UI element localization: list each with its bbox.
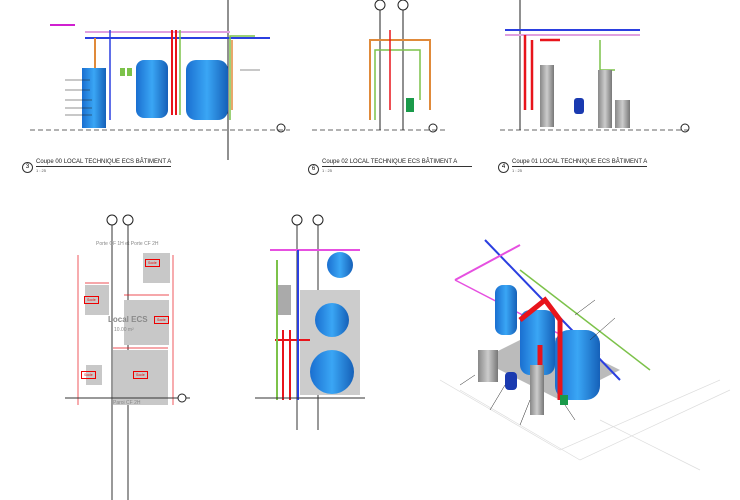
plan-view-equipment xyxy=(255,214,365,430)
socle-tag: Socle xyxy=(154,316,169,324)
door-label: Porte CF 1H et Porte CF 2H xyxy=(96,241,159,247)
view-title-text: Coupe 00 LOCAL TECHNIQUE ECS BÂTIMENT A xyxy=(36,159,172,167)
section-view-coupe-01 xyxy=(500,0,690,133)
view-title: Coupe 02 LOCAL TECHNIQUE ECS BÂTIMENT A … xyxy=(322,159,472,173)
section-view-coupe-02 xyxy=(312,0,445,133)
room-name: Local ECS xyxy=(108,315,148,324)
socle-tag: Socle xyxy=(133,371,148,379)
socle-tag: Socle xyxy=(145,259,160,267)
view-scale: 1 : 25 xyxy=(322,168,333,173)
view-number-badge: 4 xyxy=(498,162,509,173)
socle-tag: Socle xyxy=(84,296,99,304)
view-number-badge: 3 xyxy=(22,162,33,173)
view-title: Coupe 01 LOCAL TECHNIQUE ECS BÂTIMENT A … xyxy=(512,159,648,173)
isometric-3d-view xyxy=(439,239,731,471)
view-scale: 1 : 25 xyxy=(512,168,523,173)
view-number-badge: 6 xyxy=(308,164,319,175)
view-scale: 1 : 25 xyxy=(36,168,47,173)
plan-view xyxy=(65,214,190,500)
room-area: 10.00 m² xyxy=(114,327,134,333)
section-view-coupe-00 xyxy=(30,0,290,160)
wall-label: Paroi CF 2H xyxy=(113,400,141,406)
socle-tag: Socle xyxy=(81,371,96,379)
view-title: Coupe 00 LOCAL TECHNIQUE ECS BÂTIMENT A … xyxy=(36,159,172,173)
view-title-text: Coupe 02 LOCAL TECHNIQUE ECS BÂTIMENT A xyxy=(322,159,472,167)
view-title-text: Coupe 01 LOCAL TECHNIQUE ECS BÂTIMENT A xyxy=(512,159,648,167)
